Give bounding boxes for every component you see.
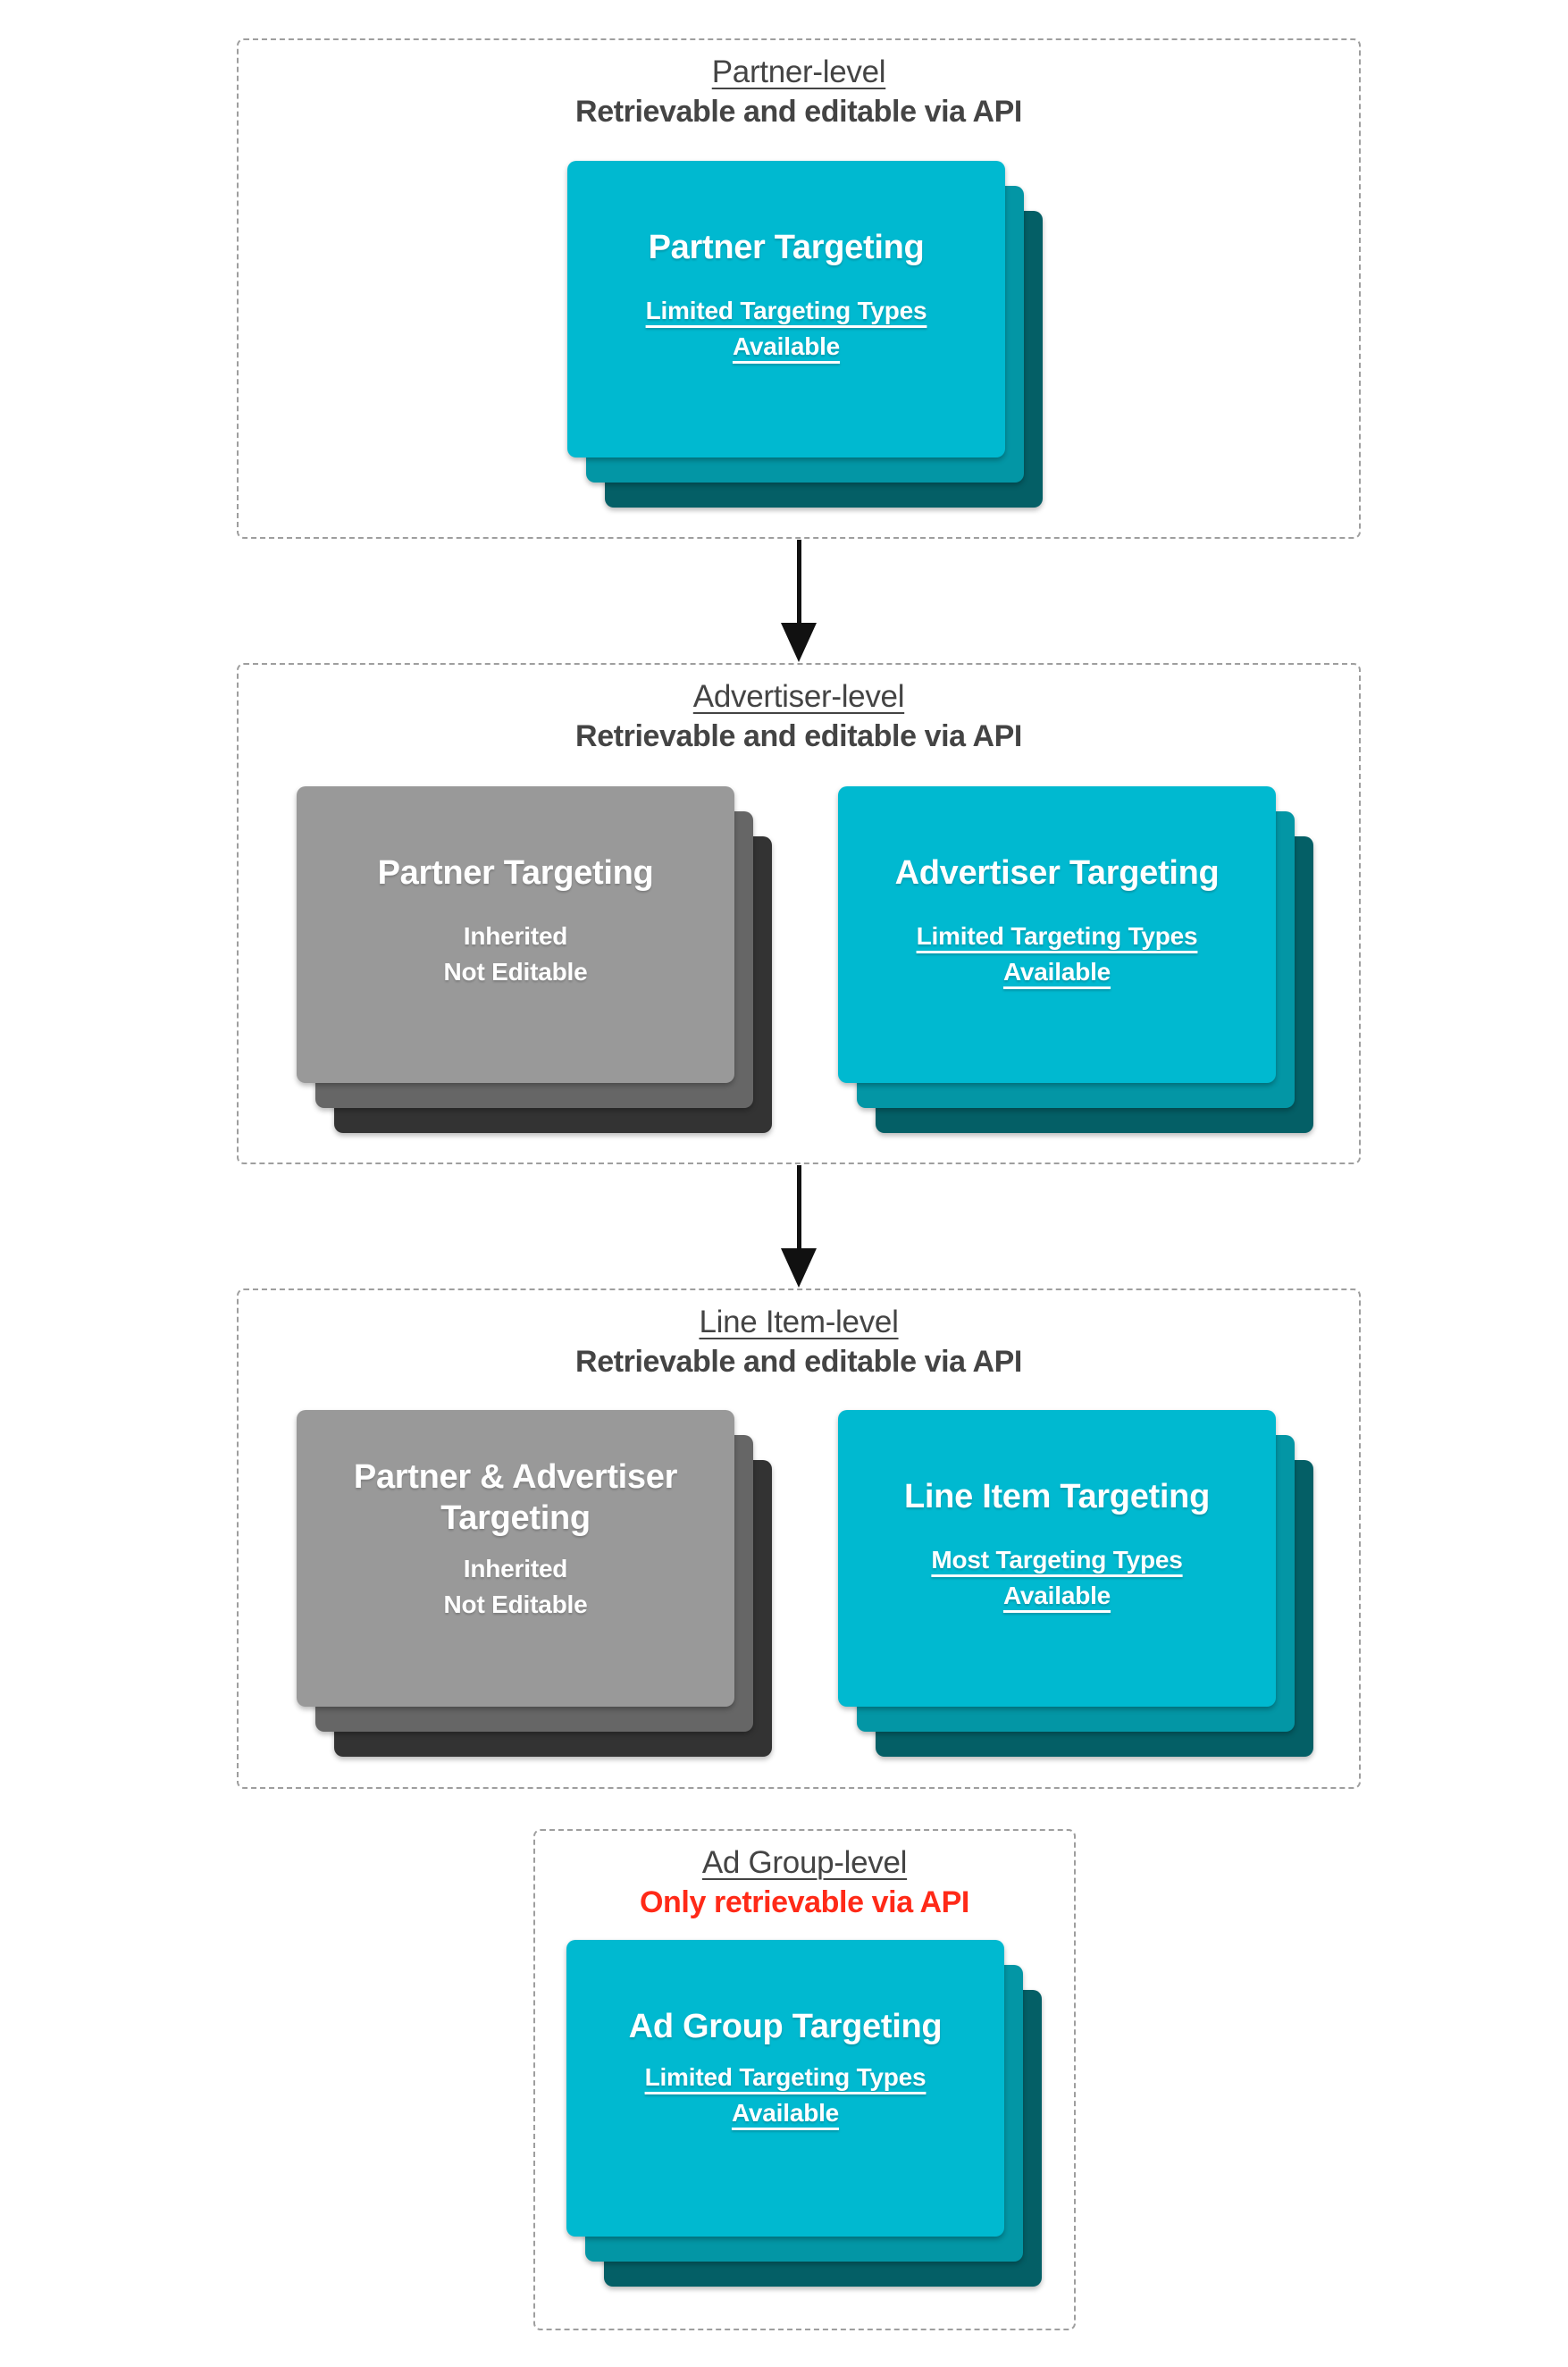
card-title: Partner Targeting	[567, 227, 1005, 268]
api-availability-label: Retrievable and editable via API	[575, 95, 1022, 129]
advertiser-targeting-card-stack: Advertiser Targeting Limited Targeting T…	[838, 786, 1313, 1133]
card-subtitle-line: Limited Targeting Types	[916, 922, 1198, 950]
card-title: Line Item Targeting	[838, 1476, 1276, 1517]
section-header: Advertiser-level Retrievable and editabl…	[239, 665, 1359, 756]
partner-targeting-card-stack: Partner Targeting Limited Targeting Type…	[567, 161, 1043, 508]
card-subtitle: Limited Targeting Types Available	[567, 293, 1005, 365]
card-subtitle-line: Not Editable	[443, 1591, 588, 1618]
line-item-targeting-card-stack: Line Item Targeting Most Targeting Types…	[838, 1410, 1313, 1757]
card-title-line: Partner Targeting	[648, 229, 925, 266]
arrow-line	[796, 540, 801, 623]
card-subtitle: Most Targeting Types Available	[838, 1542, 1276, 1614]
section-line-item-level: Line Item-level Retrievable and editable…	[237, 1288, 1361, 1789]
card-subtitle-line: Available	[731, 2099, 840, 2127]
arrow-head-icon	[781, 1248, 817, 1288]
card-subtitle: Inherited Not Editable	[297, 919, 734, 990]
ad-group-targeting-card: Ad Group Targeting Limited Targeting Typ…	[566, 1940, 1004, 2237]
section-ad-group-level: Ad Group-level Only retrievable via API …	[533, 1829, 1076, 2330]
card-subtitle-line: Most Targeting Types	[931, 1546, 1183, 1574]
card-subtitle: Inherited Not Editable	[297, 1551, 734, 1623]
api-availability-label: Only retrievable via API	[640, 1885, 969, 1919]
card-title-line: Targeting	[440, 1499, 591, 1537]
arrow-down-partner-to-advertiser	[781, 540, 817, 662]
card-title-line: Partner & Advertiser	[353, 1458, 678, 1496]
partner-targeting-inherited-card-stack: Partner Targeting Inherited Not Editable	[297, 786, 772, 1133]
card-title-line: Line Item Targeting	[904, 1478, 1210, 1515]
card-title-line: Advertiser Targeting	[894, 854, 1220, 892]
level-label: Line Item-level	[699, 1305, 899, 1339]
card-subtitle: Limited Targeting Types Available	[838, 919, 1276, 990]
partner-targeting-inherited-card: Partner Targeting Inherited Not Editable	[297, 786, 734, 1083]
card-subtitle-line: Limited Targeting Types	[644, 2063, 927, 2091]
card-subtitle-line: Not Editable	[443, 958, 588, 986]
line-item-targeting-card: Line Item Targeting Most Targeting Types…	[838, 1410, 1276, 1707]
arrow-head-icon	[781, 623, 817, 662]
card-subtitle-line: Available	[1002, 1582, 1111, 1609]
card-title-line: Ad Group Targeting	[628, 2008, 943, 2045]
section-header: Ad Group-level Only retrievable via API	[535, 1831, 1074, 1922]
section-partner-level: Partner-level Retrievable and editable v…	[237, 38, 1361, 539]
card-subtitle-line: Available	[732, 332, 841, 360]
card-subtitle-line: Inherited	[463, 1555, 568, 1582]
level-label: Partner-level	[711, 55, 886, 89]
card-subtitle-line: Inherited	[463, 922, 568, 950]
api-availability-label: Retrievable and editable via API	[575, 1345, 1022, 1379]
card-subtitle: Limited Targeting Types Available	[566, 2060, 1004, 2131]
section-advertiser-level: Advertiser-level Retrievable and editabl…	[237, 663, 1361, 1164]
partner-advertiser-targeting-inherited-card: Partner & Advertiser Targeting Inherited…	[297, 1410, 734, 1707]
card-title: Ad Group Targeting	[566, 2006, 1004, 2047]
level-label: Advertiser-level	[692, 679, 905, 714]
level-label: Ad Group-level	[701, 1845, 908, 1880]
card-subtitle-line: Limited Targeting Types	[645, 297, 927, 324]
section-header: Partner-level Retrievable and editable v…	[239, 40, 1359, 131]
ad-group-targeting-card-stack: Ad Group Targeting Limited Targeting Typ…	[566, 1940, 1042, 2287]
partner-targeting-card: Partner Targeting Limited Targeting Type…	[567, 161, 1005, 457]
partner-advertiser-targeting-inherited-card-stack: Partner & Advertiser Targeting Inherited…	[297, 1410, 772, 1757]
section-header: Line Item-level Retrievable and editable…	[239, 1290, 1359, 1381]
card-title: Advertiser Targeting	[838, 852, 1276, 894]
arrow-down-advertiser-to-lineitem	[781, 1165, 817, 1288]
advertiser-targeting-card: Advertiser Targeting Limited Targeting T…	[838, 786, 1276, 1083]
card-subtitle-line: Available	[1002, 958, 1111, 986]
card-title: Partner & Advertiser Targeting	[297, 1456, 734, 1539]
api-availability-label: Retrievable and editable via API	[575, 719, 1022, 753]
card-title-line: Partner Targeting	[377, 854, 654, 892]
card-title: Partner Targeting	[297, 852, 734, 894]
arrow-line	[796, 1165, 801, 1248]
